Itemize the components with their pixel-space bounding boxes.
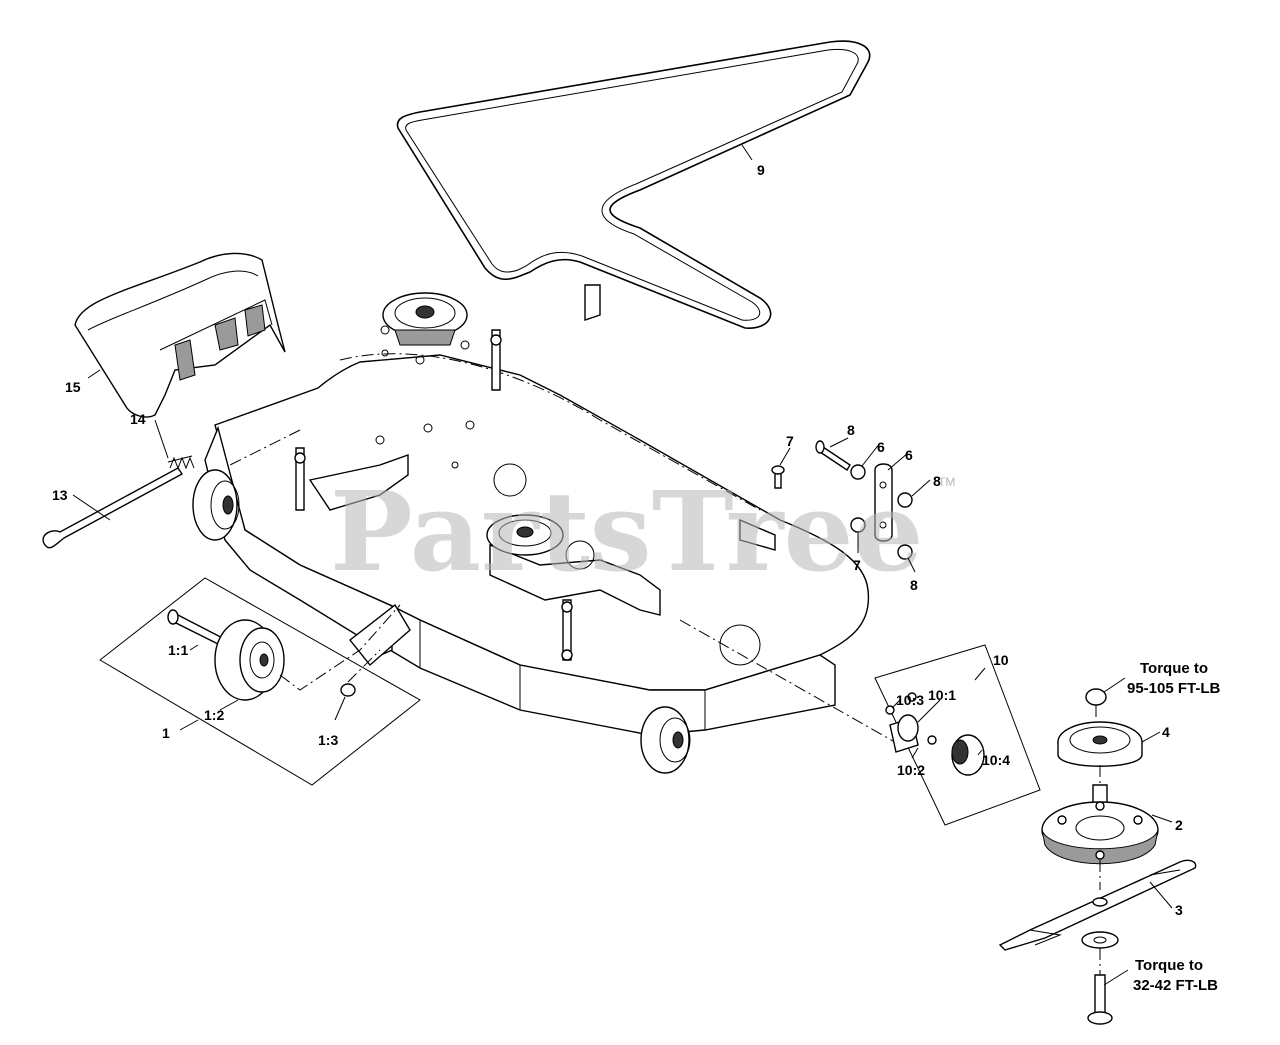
torque-note-blade-line1: Torque to [1135, 957, 1203, 974]
callout-1-3: 1:3 [318, 732, 338, 748]
callout-3: 3 [1175, 902, 1183, 918]
watermark-trademark: TM [938, 475, 955, 489]
spindle-pulley-rear [382, 292, 468, 346]
chute-rod [42, 467, 184, 549]
callout-8a: 8 [933, 473, 941, 489]
anti-scalp-group [874, 644, 1041, 826]
spindle-pulley-front [486, 514, 564, 556]
deck-belt [396, 40, 871, 329]
callout-15: 15 [65, 379, 81, 395]
callout-8b: 8 [910, 577, 918, 593]
torque-note-blade-line2: 32-42 FT-LB [1133, 977, 1218, 994]
callout-13: 13 [52, 487, 68, 503]
callout-10-2: 10:2 [897, 762, 925, 778]
callout-10-3: 10:3 [896, 692, 924, 708]
callout-1-1: 1:1 [168, 642, 188, 658]
chute-spring [167, 455, 195, 470]
callout-10-1: 10:1 [928, 687, 956, 703]
callout-10-4: 10:4 [982, 752, 1010, 768]
callout-1-2: 1:2 [204, 707, 224, 723]
leader-lines [72, 144, 1173, 986]
height-adjust-hardware [771, 440, 913, 560]
wheel-assembly-group [99, 577, 421, 786]
callout-5: 6 [905, 447, 913, 463]
spindle-stack [998, 688, 1197, 1025]
torque-note-blade: Torque to 32-42 FT-LB [1133, 957, 1218, 994]
callout-14: 14 [130, 411, 146, 427]
callout-4: 4 [1162, 724, 1170, 740]
callout-7b: 8 [847, 422, 855, 438]
mower-deck [204, 284, 901, 746]
callout-7a: 7 [786, 433, 794, 449]
callout-6a: 6 [877, 439, 885, 455]
callout-9: 9 [757, 162, 765, 178]
callout-labels: 9 15 14 13 1 1:1 1:2 1:3 7 8 6 6 8 7 8 1… [52, 162, 1183, 918]
deck-wheel-left [192, 469, 240, 541]
deck-wheel-front [640, 706, 691, 774]
callout-1: 1 [162, 725, 170, 741]
discharge-chute [74, 252, 286, 418]
callout-6b: 7 [853, 557, 861, 573]
torque-note-pulley: Torque to 95-105 FT-LB [1127, 660, 1221, 697]
torque-note-pulley-line1: Torque to [1140, 660, 1208, 677]
callout-10: 10 [993, 652, 1009, 668]
watermark: PartsTree [330, 467, 924, 596]
torque-note-pulley-line2: 95-105 FT-LB [1127, 680, 1221, 697]
callout-2: 2 [1175, 817, 1183, 833]
